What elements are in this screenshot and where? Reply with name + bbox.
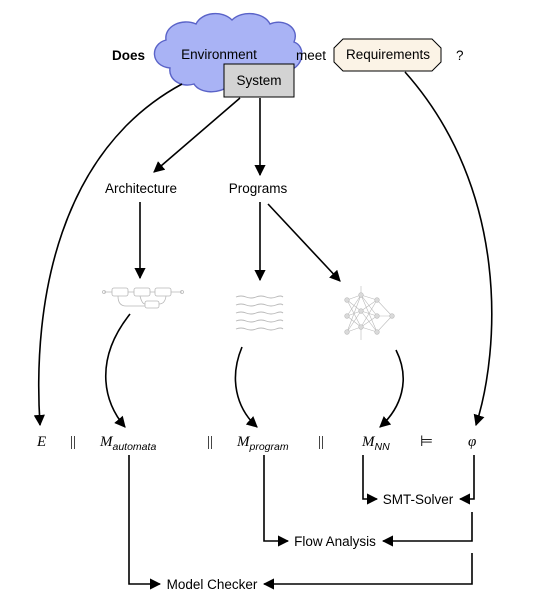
line-smt-to-flow — [381, 512, 473, 547]
meet-label: meet — [296, 48, 326, 63]
line-flow-to-modelchecker — [262, 553, 473, 590]
model-checker-label: Model Checker — [167, 577, 258, 592]
parallel-operator-3: || — [318, 434, 324, 450]
programs-label: Programs — [229, 181, 288, 196]
M-NN-symbol: M — [361, 434, 376, 450]
line-automata-to-modelchecker — [128, 455, 162, 590]
arrow-env-to-E — [33, 83, 183, 427]
M-automata-subscript: automata — [113, 441, 157, 453]
formula-M-program: Mprogram — [236, 434, 289, 453]
arrow-programs-to-nn — [267, 203, 341, 282]
requirements-label: Requirements — [346, 47, 430, 62]
line-MNN-to-smt — [362, 455, 379, 505]
smt-solver-label: SMT-Solver — [383, 492, 454, 507]
arrow-circuit-to-automata — [104, 313, 131, 428]
formula-M-NN: MNN — [361, 434, 390, 453]
arrow-requirements-to-phi — [404, 71, 493, 427]
does-label: Does — [112, 48, 145, 63]
M-program-subscript: program — [249, 441, 289, 453]
parallel-operator-2: || — [207, 434, 213, 450]
system-label: System — [236, 73, 281, 88]
line-program-to-flow — [263, 455, 290, 547]
formula-E: E — [36, 434, 46, 450]
M-NN-subscript: NN — [375, 441, 391, 453]
line-phi-to-smt — [458, 455, 475, 505]
system-box: System — [223, 63, 295, 98]
program-code-icon — [235, 295, 284, 331]
circuit-diagram-icon — [102, 287, 184, 309]
neural-network-icon — [344, 286, 395, 340]
arrow-code-to-program — [234, 346, 258, 428]
parallel-operator-1: || — [70, 434, 76, 450]
arrow-system-to-architecture — [153, 97, 241, 173]
flow-analysis-label: Flow Analysis — [294, 534, 376, 549]
environment-label: Environment — [181, 47, 257, 62]
formula-phi: φ — [468, 434, 476, 450]
formula-M-automata: Mautomata — [99, 434, 156, 453]
M-program-symbol: M — [236, 434, 251, 450]
M-automata-symbol: M — [99, 434, 114, 450]
arrow-nn-to-MNN — [379, 349, 404, 428]
question-mark: ? — [456, 48, 464, 63]
models-symbol: ⊨ — [420, 434, 433, 450]
architecture-label: Architecture — [105, 181, 177, 196]
requirements-box: Requirements — [333, 38, 442, 72]
